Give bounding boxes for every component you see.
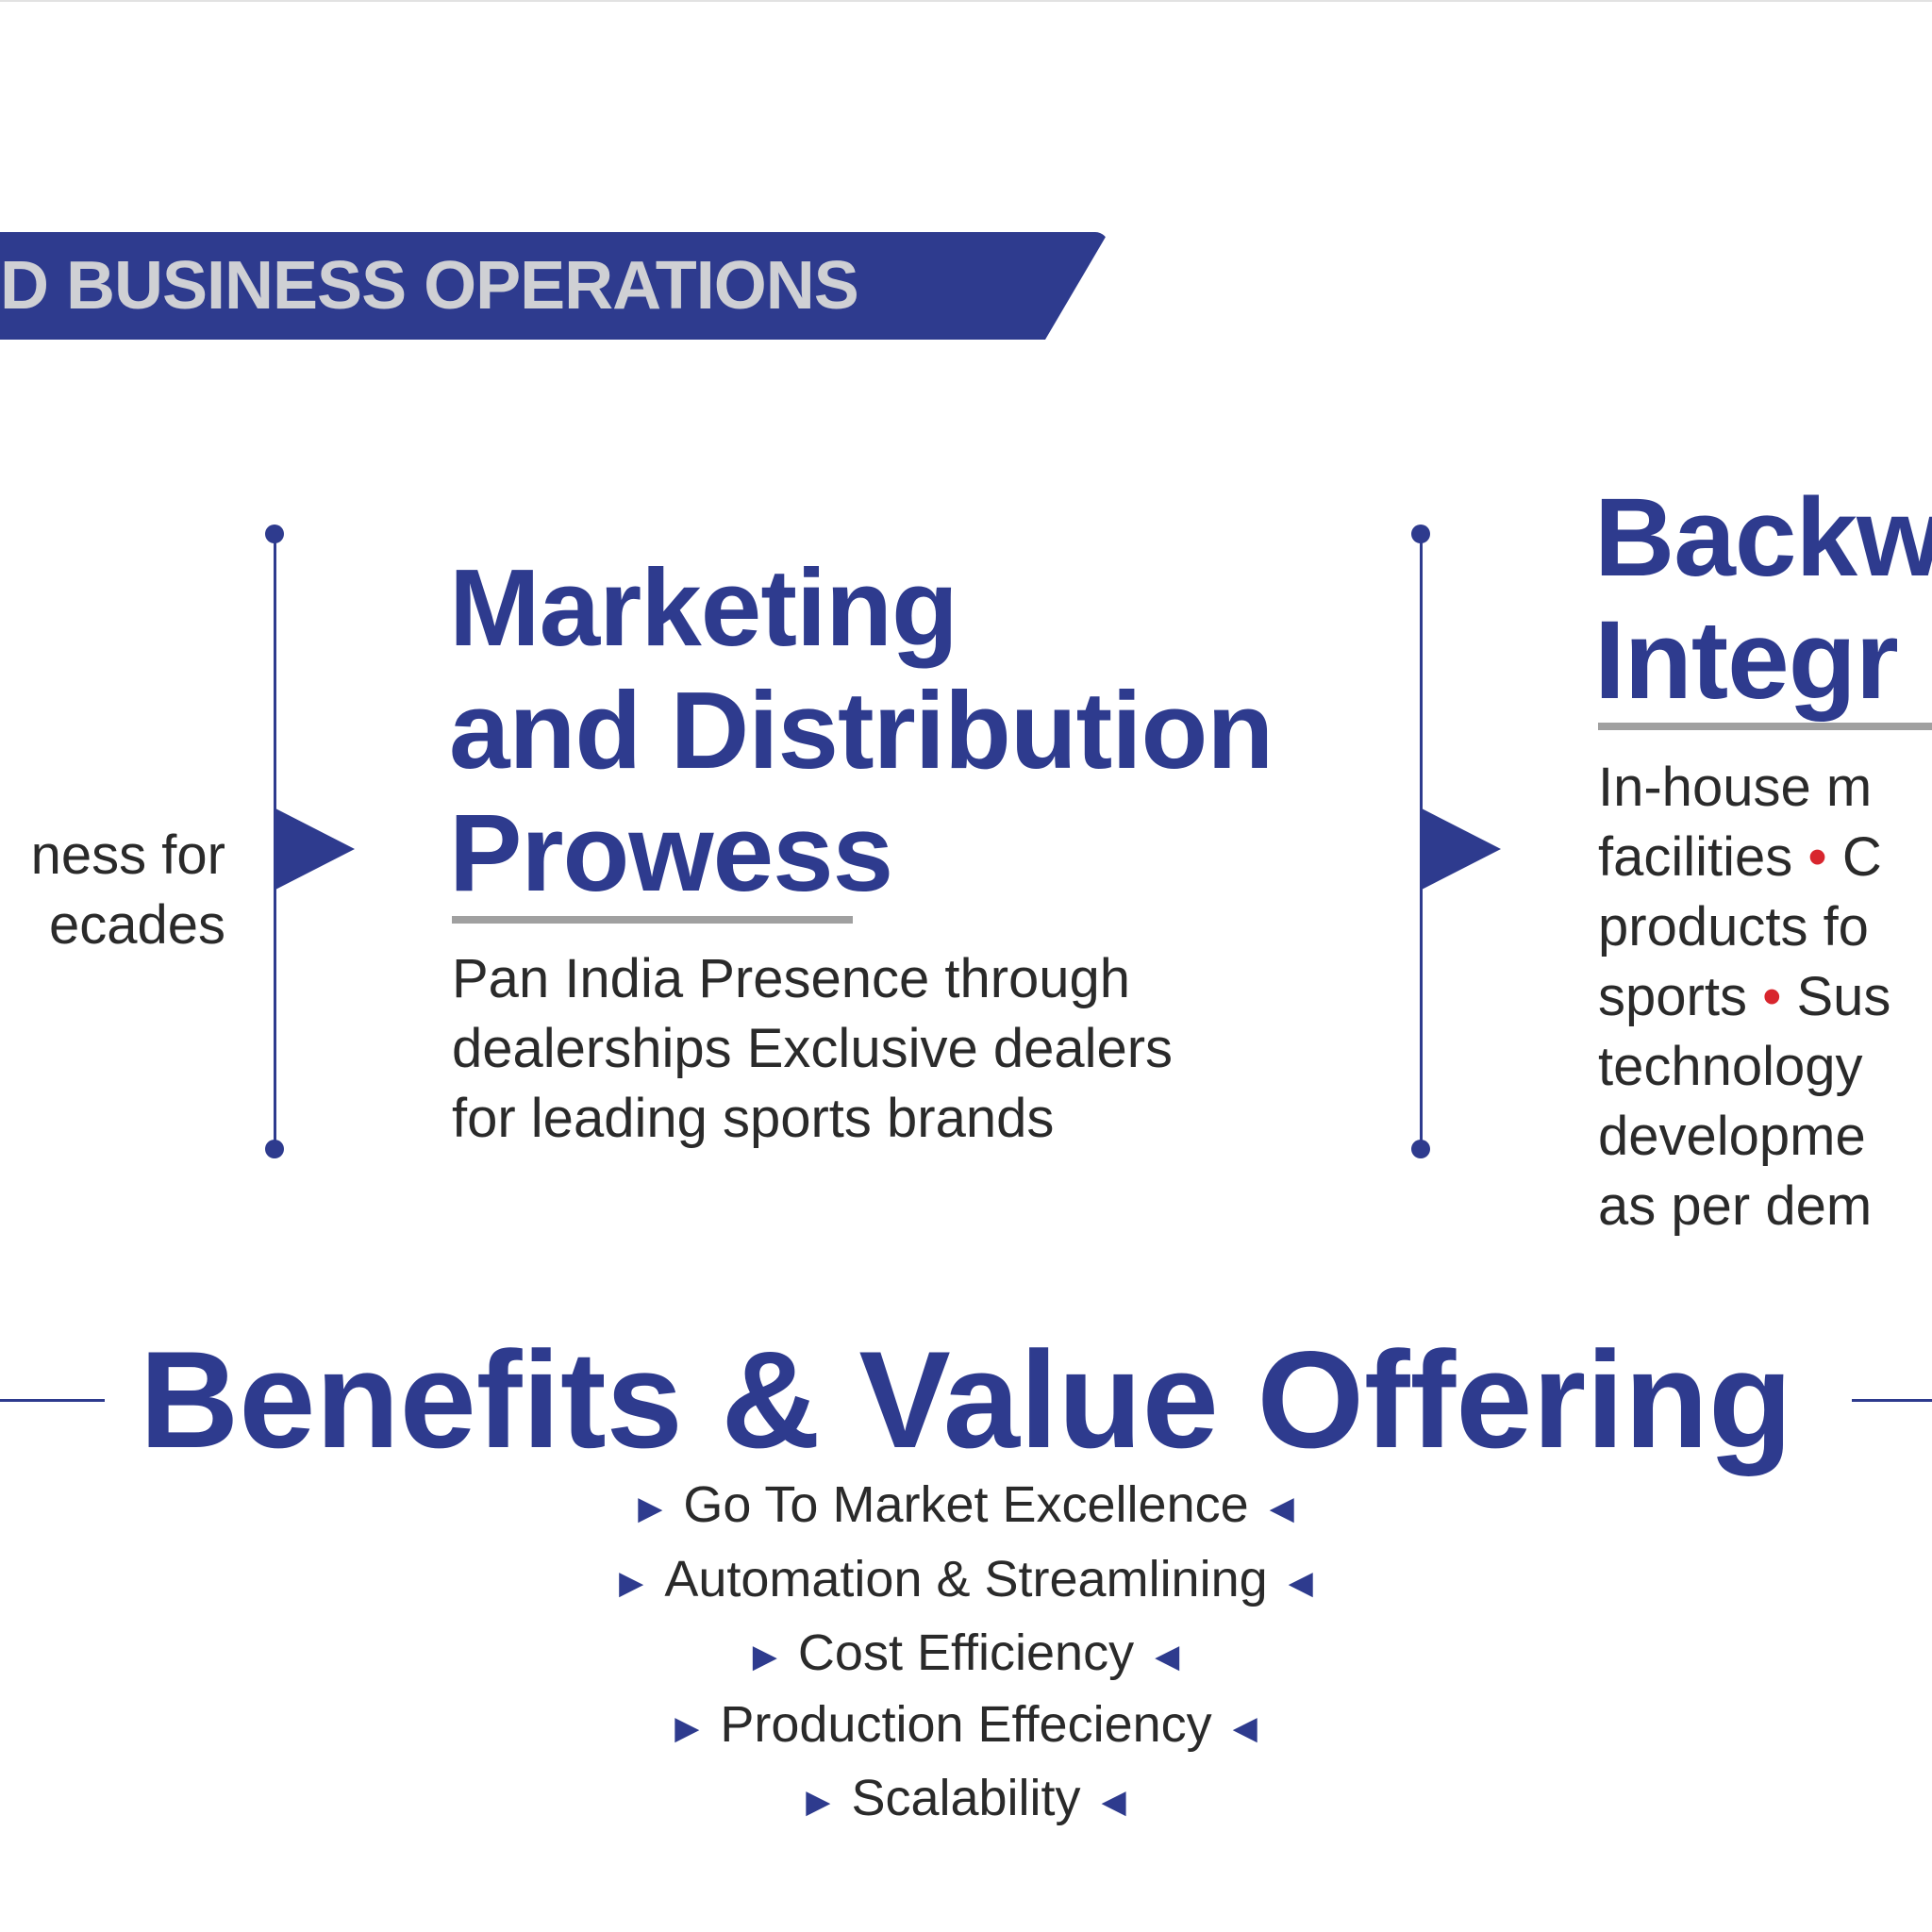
arrow-left-icon: ◀	[1288, 1564, 1313, 1601]
marketing-body: Pan India Presence through dealerships E…	[452, 944, 1173, 1154]
arrow-left-icon: ◀	[1155, 1638, 1180, 1674]
body-line: Pan India Presence through	[452, 948, 1131, 1009]
body-line: developme	[1598, 1106, 1866, 1167]
body-line: facilities • C	[1598, 826, 1882, 888]
arrow-left-icon: ◀	[1101, 1783, 1126, 1820]
benefits-heading: Benefits & Value Offering	[139, 1323, 1793, 1476]
title-line: Marketing	[449, 546, 958, 669]
backward-body: In-house m facilities • C products fo sp…	[1598, 753, 1890, 1241]
title-line: Backw	[1594, 475, 1932, 600]
section-banner	[0, 232, 1108, 340]
marketing-title: Marketing and Distribution Prowess	[449, 546, 1274, 914]
title-line: and Distribution	[449, 669, 1274, 791]
left-line: ecades	[48, 894, 225, 956]
divider-line	[1420, 534, 1423, 1149]
title-underline	[1598, 723, 1932, 730]
arrow-left-icon: ◀	[1232, 1709, 1257, 1746]
left-line: ness for	[30, 824, 225, 886]
bullet-dot-icon: •	[1762, 966, 1782, 1027]
title-line: Integr	[1594, 598, 1899, 723]
benefit-item: ▶Go To Market Excellence◀	[638, 1476, 1294, 1533]
benefit-item: ▶Cost Efficiency◀	[752, 1624, 1180, 1681]
heading-rule-right	[1852, 1399, 1932, 1402]
divider-line	[274, 534, 276, 1149]
backward-title: Backw Integr	[1594, 476, 1932, 722]
arrow-right-icon: ▶	[752, 1638, 777, 1674]
banner-title: D BUSINESS OPERATIONS	[0, 248, 859, 324]
body-line: technology	[1598, 1036, 1863, 1097]
arrow-right-icon: ▶	[638, 1490, 663, 1526]
title-underline	[452, 916, 853, 924]
body-line: as per dem	[1598, 1175, 1873, 1237]
arrow-right-icon: ▶	[806, 1783, 831, 1820]
divider-dot-bottom	[1411, 1140, 1430, 1158]
benefit-item: ▶Scalability◀	[806, 1770, 1126, 1826]
arrow-right-icon	[1422, 808, 1501, 890]
arrow-right-icon: ▶	[675, 1709, 700, 1746]
title-line: Prowess	[449, 791, 893, 914]
arrow-right-icon	[275, 808, 355, 890]
body-line: products fo	[1598, 896, 1869, 958]
arrow-left-icon: ◀	[1269, 1490, 1294, 1526]
left-column-text: ness for ecades	[31, 821, 225, 960]
body-line: for leading sports brands	[452, 1088, 1055, 1149]
arrow-right-icon: ▶	[619, 1564, 644, 1601]
body-line: dealerships Exclusive dealers	[452, 1018, 1174, 1079]
body-line: In-house m	[1598, 757, 1873, 818]
body-line: sports • Sus	[1598, 966, 1891, 1027]
benefit-item: ▶Automation & Streamlining◀	[619, 1551, 1313, 1607]
heading-rule-left	[0, 1399, 105, 1402]
benefit-item: ▶Production Effeciency◀	[675, 1696, 1257, 1753]
bullet-dot-icon: •	[1807, 826, 1827, 888]
divider-dot-bottom	[265, 1140, 284, 1158]
